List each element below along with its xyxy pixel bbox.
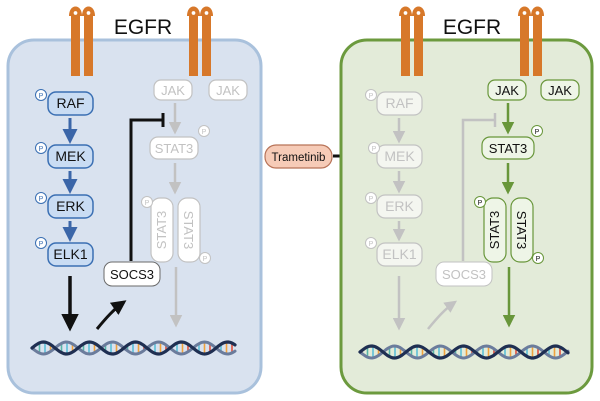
left-stat3-dimer-b: STAT3 bbox=[177, 197, 201, 263]
right-elk1-label: ELK1 bbox=[382, 246, 416, 262]
left-jak-node-2: JAK bbox=[208, 79, 248, 101]
left-elk1-node: ELK1 bbox=[47, 242, 94, 267]
right-dimer-phospho-a-label: P bbox=[478, 200, 483, 207]
right-dna-strand-2 bbox=[358, 344, 570, 360]
right-stat3-dimer-a: STAT3 bbox=[483, 197, 507, 263]
right-raf-phospho: P bbox=[365, 89, 377, 101]
left-jak-node-1: JAK bbox=[153, 79, 193, 101]
left-raf-phospho: P bbox=[35, 89, 47, 101]
right-elk1-phospho: P bbox=[365, 237, 377, 249]
right-dna-helix bbox=[358, 344, 570, 360]
right-dimer-phospho-b: P bbox=[532, 252, 544, 264]
right-elk1-node: ELK1 bbox=[376, 242, 423, 267]
left-socs3-label: SOCS3 bbox=[110, 267, 154, 282]
right-stat3-node: STAT3 bbox=[481, 136, 535, 160]
left-erk-phospho-label: P bbox=[39, 196, 44, 203]
right-elk1-phospho-label: P bbox=[369, 241, 374, 248]
left-elk1-phospho: P bbox=[35, 237, 47, 249]
left-socs3-inhibition-line bbox=[129, 118, 162, 261]
left-mek-label: MEK bbox=[55, 148, 86, 164]
left-dimer-phospho-b-label: P bbox=[203, 256, 208, 263]
right-erk-node: ERK bbox=[376, 194, 423, 219]
right-mek-phospho-label: P bbox=[372, 146, 377, 153]
left-dimer-phospho-b: P bbox=[199, 252, 211, 264]
trametinib-label: Trametinib bbox=[272, 152, 326, 164]
left-stat3-phospho: P bbox=[198, 125, 210, 137]
right-jak-label-2: JAK bbox=[548, 83, 572, 98]
left-mek-node: MEK bbox=[47, 144, 94, 169]
left-egfr-label: EGFR bbox=[114, 16, 172, 39]
right-jak-node-1: JAK bbox=[487, 79, 527, 101]
right-cell: EGFR RAF P MEK P ERK P bbox=[339, 6, 594, 395]
right-mek-node: MEK bbox=[376, 144, 423, 169]
left-erk-node: ERK bbox=[47, 194, 94, 219]
left-jak-label-1: JAK bbox=[161, 83, 185, 98]
right-raf-phospho-label: P bbox=[369, 93, 374, 100]
left-mek-phospho-label: P bbox=[39, 146, 44, 153]
left-erk-label: ERK bbox=[56, 198, 85, 214]
right-raf-label: RAF bbox=[386, 95, 414, 111]
left-stat3-node: STAT3 bbox=[149, 136, 199, 160]
right-stat3-phospho: P bbox=[531, 125, 543, 137]
right-receptor-2 bbox=[518, 6, 544, 76]
left-receptor-1 bbox=[69, 6, 95, 76]
right-dimer-label-b: STAT3 bbox=[514, 211, 529, 250]
trametinib-node: Trametinib bbox=[264, 144, 333, 169]
right-cell-membrane bbox=[339, 38, 594, 395]
right-erk-phospho: P bbox=[365, 192, 377, 204]
left-raf-label: RAF bbox=[57, 95, 85, 111]
right-dimer-phospho-b-label: P bbox=[536, 256, 541, 263]
left-dna-to-socs3-arrow bbox=[95, 300, 127, 330]
right-dimer-phospho-a: P bbox=[474, 196, 486, 208]
right-mek-phospho: P bbox=[368, 142, 380, 154]
right-stat3-phospho-label: P bbox=[535, 129, 540, 136]
left-stat3-dimer-a: STAT3 bbox=[150, 197, 174, 263]
left-jak-label-2: JAK bbox=[216, 83, 240, 98]
right-dimer-label-a: STAT3 bbox=[487, 211, 502, 250]
right-dna-to-socs3-arrow bbox=[427, 300, 458, 330]
left-stat3-phospho-label: P bbox=[202, 129, 207, 136]
left-elk1-label: ELK1 bbox=[53, 246, 87, 262]
left-dimer-label-a: STAT3 bbox=[154, 211, 169, 250]
left-raf-node: RAF bbox=[47, 91, 94, 116]
right-raf-node: RAF bbox=[376, 91, 423, 116]
right-socs3-label: SOCS3 bbox=[442, 267, 486, 282]
right-jak-node-2: JAK bbox=[540, 79, 580, 101]
right-stat3-label: STAT3 bbox=[489, 141, 528, 156]
right-socs3-node: SOCS3 bbox=[435, 261, 493, 287]
right-jak-label-1: JAK bbox=[495, 83, 519, 98]
right-socs3-inhibition-line bbox=[461, 118, 494, 261]
left-receptor-2 bbox=[187, 6, 213, 76]
left-cell: EGFR RAF P MEK P ERK P bbox=[6, 6, 263, 395]
left-erk-phospho: P bbox=[35, 192, 47, 204]
left-elk1-phospho-label: P bbox=[39, 241, 44, 248]
left-mek-phospho: P bbox=[35, 142, 47, 154]
right-mek-label: MEK bbox=[384, 148, 415, 164]
left-raf-phospho-label: P bbox=[39, 93, 44, 100]
left-dimer-phospho-a: P bbox=[141, 196, 153, 208]
left-dna-strand-1 bbox=[30, 340, 237, 356]
right-erk-label: ERK bbox=[385, 198, 414, 214]
left-dna-helix bbox=[30, 340, 237, 356]
right-receptor-1 bbox=[399, 6, 425, 76]
right-stat3-dimer-b: STAT3 bbox=[510, 197, 534, 263]
left-dimer-label-b: STAT3 bbox=[181, 211, 196, 250]
right-egfr-label: EGFR bbox=[443, 16, 501, 39]
left-dna-strand-2 bbox=[30, 340, 237, 356]
left-dimer-phospho-a-label: P bbox=[145, 200, 150, 207]
left-stat3-label: STAT3 bbox=[155, 141, 194, 156]
right-erk-phospho-label: P bbox=[369, 196, 374, 203]
left-socs3-node: SOCS3 bbox=[103, 261, 161, 287]
right-dna-strand-1 bbox=[358, 344, 570, 360]
